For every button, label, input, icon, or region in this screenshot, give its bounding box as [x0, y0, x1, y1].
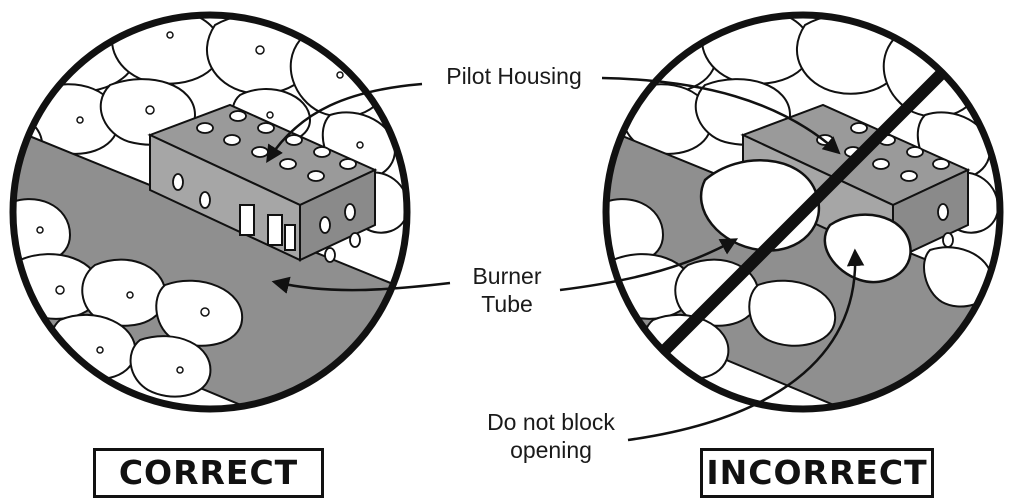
label-warning-line2: opening	[510, 437, 592, 463]
ember-rocks-bottom-right	[606, 198, 994, 380]
incorrect-circle-frame	[602, 11, 1004, 413]
label-burner-line1: Burner	[472, 263, 542, 289]
caption-incorrect: INCORRECT	[700, 448, 934, 498]
arrow-burner-left	[271, 276, 451, 294]
label-do-not-block: Do not block opening	[476, 408, 626, 464]
callout-arrows	[266, 76, 865, 442]
prohibited-slash	[658, 67, 948, 357]
arrow-burner-right	[559, 238, 739, 292]
correct-circle-frame	[9, 11, 411, 413]
arrow-do-not-block	[627, 248, 865, 442]
arrow-pilot-right	[601, 76, 841, 155]
caption-correct: CORRECT	[93, 448, 324, 498]
label-burner-line2: Tube	[481, 291, 533, 317]
correct-illustration	[9, 11, 411, 413]
pilot-housing-left	[147, 103, 378, 263]
incorrect-illustration	[602, 11, 1004, 413]
label-pilot-housing: Pilot Housing	[446, 63, 582, 89]
label-warning-line1: Do not block	[487, 409, 615, 435]
arrow-pilot-left	[266, 82, 423, 163]
label-burner-tube: Burner Tube	[452, 262, 562, 318]
